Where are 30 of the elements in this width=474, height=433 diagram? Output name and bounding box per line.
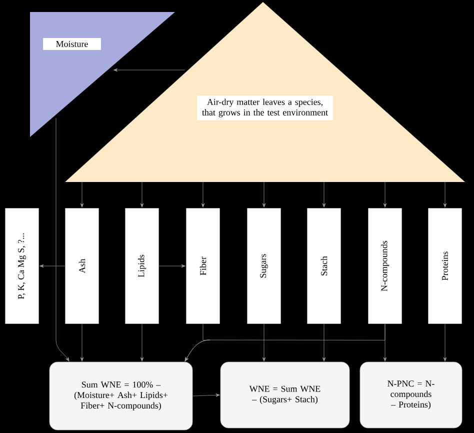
component-box: Lipids: [124, 208, 160, 324]
arrow: [322, 324, 326, 362]
component-box: Proteins: [428, 208, 462, 324]
component-box: Stach: [306, 208, 342, 324]
formula-box: N-PNC = N-compounds – Proteins): [360, 362, 462, 428]
arrow: [140, 324, 144, 362]
arrow: [56, 118, 70, 362]
arrow: [443, 324, 447, 362]
arrow: [383, 324, 387, 362]
arrow: [262, 182, 266, 208]
moisture-triangle: Moisture: [30, 12, 175, 137]
arrow: [40, 264, 65, 268]
arrow: [322, 182, 326, 208]
component-box: Sugars: [246, 208, 282, 324]
formula-box: WNE = Sum WNE – (Sugars+ Stach): [220, 362, 350, 428]
arrow: [443, 182, 447, 208]
component-box: P, K, Ca Mg S, ?...: [4, 208, 40, 324]
component-box: N-compounds: [368, 208, 402, 324]
arrow: [159, 264, 186, 268]
component-box: Ash: [64, 208, 100, 324]
arrow: [113, 68, 186, 72]
arrow: [201, 182, 205, 208]
arrow: [80, 182, 84, 208]
formula-box: Sum WNE = 100% – (Moisture+ Ash+ Lipids+ Fiber+ N-compounds): [49, 362, 193, 430]
arrow: [140, 182, 144, 208]
arrow: [262, 324, 266, 362]
arrow: [80, 324, 84, 362]
arrow: [192, 394, 220, 397]
arrow: [383, 182, 387, 208]
component-box: Fiber: [186, 208, 220, 324]
